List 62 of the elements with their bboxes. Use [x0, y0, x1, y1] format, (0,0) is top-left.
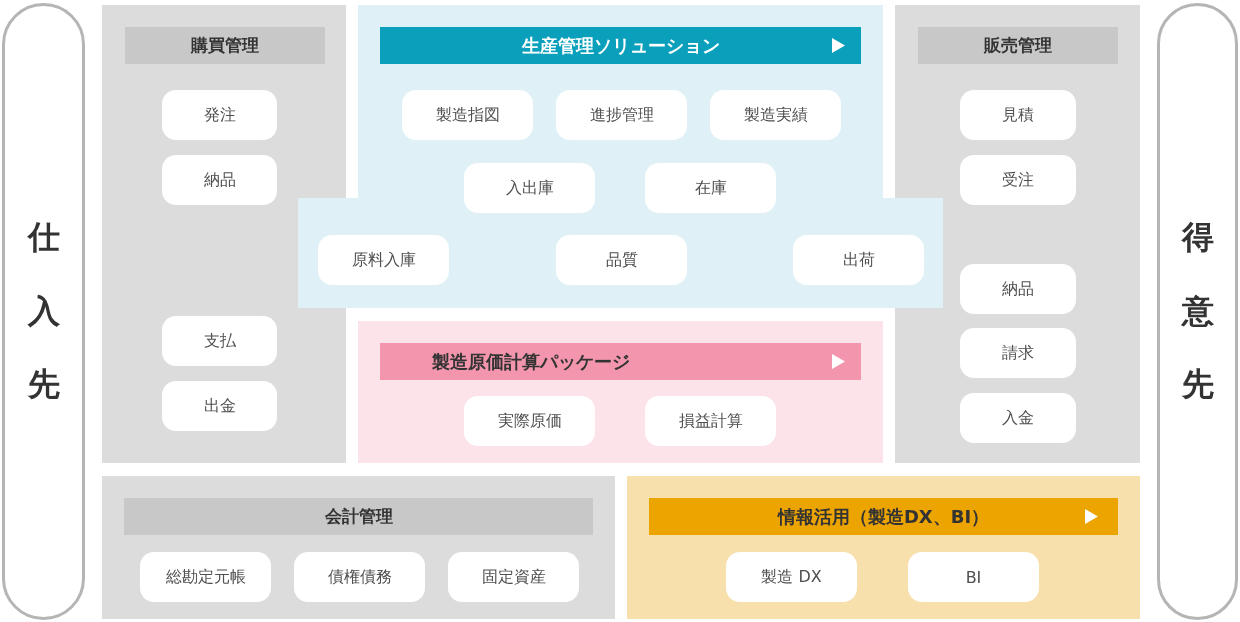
function-card	[645, 396, 776, 446]
function-card	[960, 264, 1076, 314]
function-card	[793, 235, 924, 285]
section-title: 購買管理	[191, 34, 259, 57]
function-card	[960, 393, 1076, 443]
function-label: 実際原価	[497, 410, 562, 432]
function-label: 入出庫	[505, 177, 554, 199]
section-title: 情報活用（製造DX、BI）	[777, 504, 990, 529]
system-panel	[358, 321, 883, 463]
function-label: 発注	[203, 104, 236, 126]
function-label: 出金	[203, 395, 236, 417]
function-label: 品質	[605, 249, 638, 271]
function-label: 納品	[203, 169, 236, 191]
function-card	[162, 381, 277, 431]
function-label: 製造指図	[435, 104, 500, 126]
system-panel	[102, 5, 346, 463]
function-label: 請求	[1002, 342, 1034, 364]
function-label: 製造 DX	[761, 566, 822, 588]
function-card	[710, 90, 841, 140]
function-label: 損益計算	[678, 410, 743, 432]
function-card	[448, 552, 579, 602]
function-card	[294, 552, 425, 602]
function-label: 製造実績	[743, 104, 808, 126]
function-label: 出荷	[842, 249, 875, 271]
function-card	[908, 552, 1039, 602]
function-label: 入金	[1002, 407, 1034, 429]
function-label: 在庫	[694, 177, 727, 199]
function-label: 納品	[1002, 278, 1034, 300]
function-card	[162, 90, 277, 140]
function-card	[402, 90, 533, 140]
function-label: 見積	[1002, 104, 1034, 126]
function-card	[960, 90, 1076, 140]
function-label: 受注	[1002, 169, 1034, 191]
function-card	[464, 163, 595, 213]
system-panel	[627, 476, 1140, 619]
section-title: 販売管理	[984, 34, 1052, 57]
function-label: 原料入庫	[351, 249, 416, 271]
section-title: 生産管理ソリューション	[521, 33, 720, 58]
function-label: 総勘定元帳	[165, 566, 246, 588]
function-label: 支払	[203, 330, 236, 352]
function-card	[140, 552, 271, 602]
function-card	[162, 155, 277, 205]
system-panel	[298, 5, 943, 308]
function-label: 進捗管理	[589, 104, 654, 126]
system-panel	[102, 476, 615, 619]
function-card	[726, 552, 857, 602]
partner-label: 仕入先	[27, 217, 60, 406]
function-label: 債権債務	[327, 566, 392, 588]
function-card	[556, 235, 687, 285]
function-label: 固定資産	[481, 566, 546, 588]
function-card	[556, 90, 687, 140]
function-card	[645, 163, 776, 213]
section-title: 会計管理	[324, 505, 393, 528]
function-card	[960, 328, 1076, 378]
function-card	[960, 155, 1076, 205]
function-card	[318, 235, 449, 285]
partner-label: 得意先	[1181, 217, 1214, 406]
function-card	[464, 396, 595, 446]
system-panel	[895, 5, 1140, 463]
function-label: BI	[965, 567, 982, 587]
function-card	[162, 316, 277, 366]
section-title: 製造原価計算パッケージ	[432, 349, 630, 374]
